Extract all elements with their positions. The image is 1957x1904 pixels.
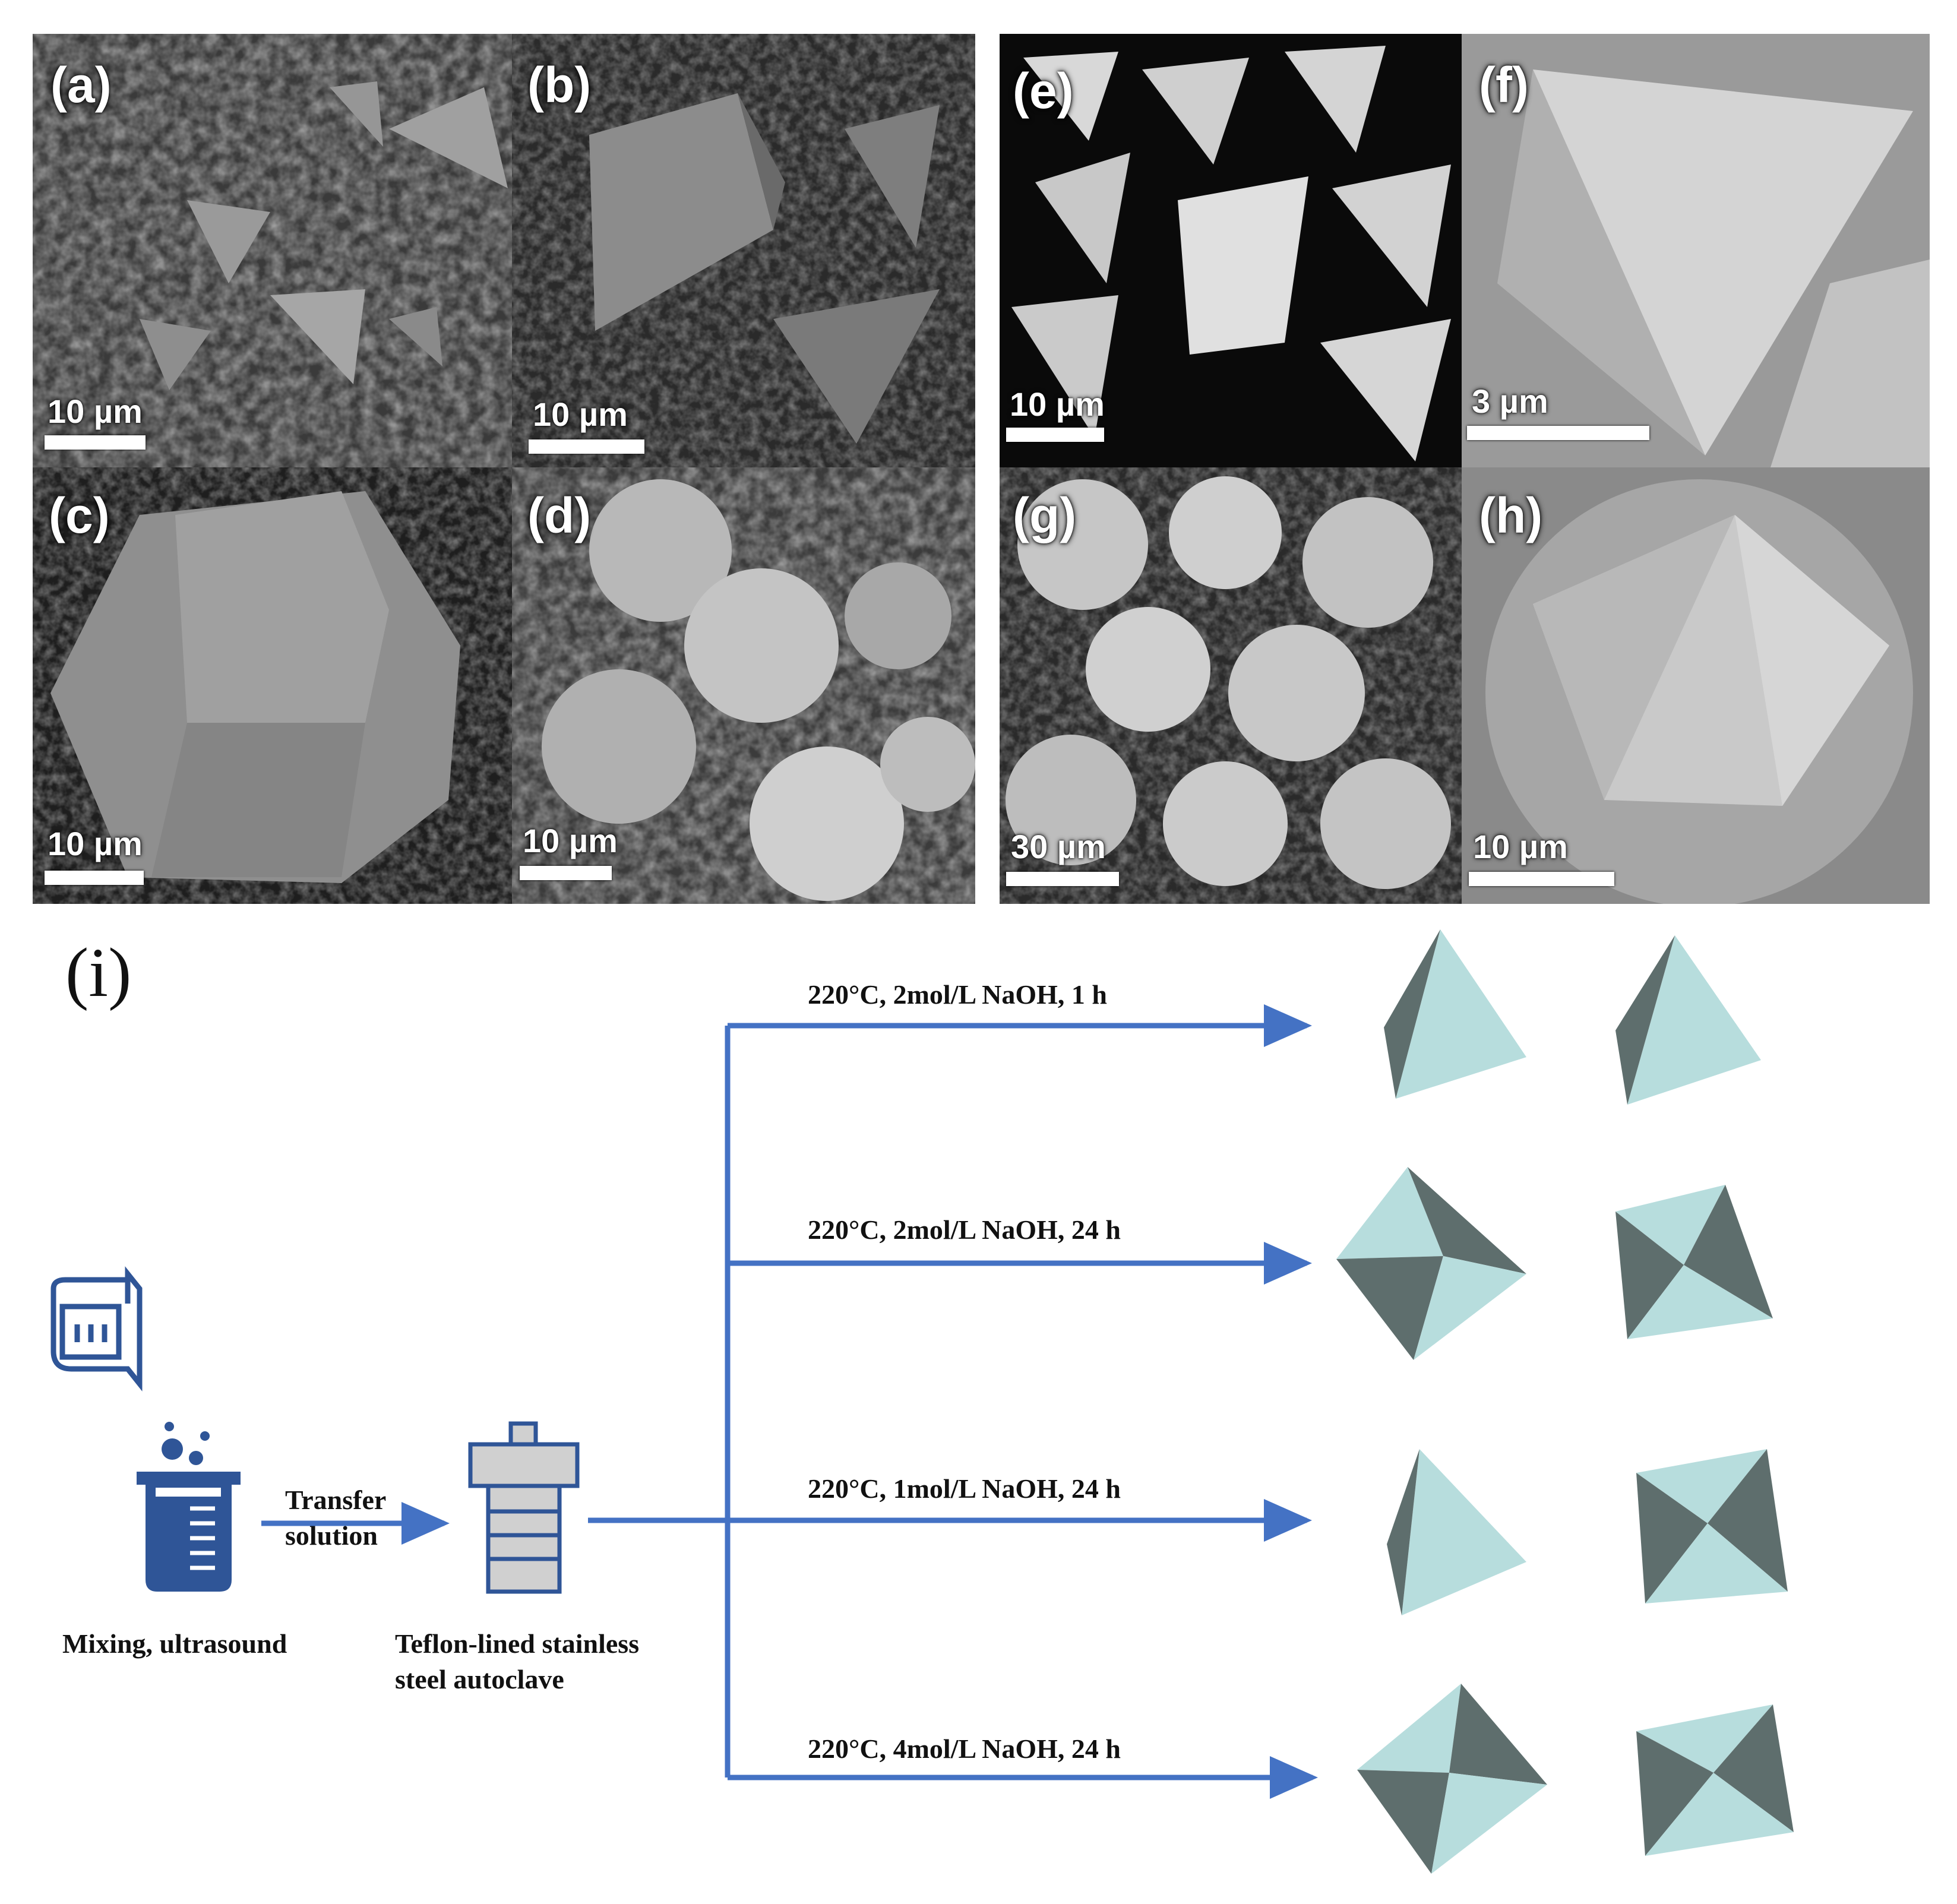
tetrahedron-crystal-1a: [1384, 929, 1526, 1099]
sem-panel-h: [1462, 467, 1930, 904]
heater-icon: [50, 1266, 143, 1391]
mixing-caption: Mixing, ultrasound: [62, 1628, 287, 1659]
star-crystal-2a: [1336, 1167, 1526, 1360]
panel-label-i: (i): [65, 934, 132, 1011]
tetrahedron-crystal-3a: [1387, 1449, 1526, 1615]
panel-label-d: (d): [527, 488, 592, 543]
autoclave-caption: Teflon-lined stainless steel autoclave: [395, 1626, 639, 1697]
scale-text-b: 10 µm: [533, 396, 628, 433]
autoclave-line-1: Teflon-lined stainless: [395, 1628, 640, 1659]
condition-label-2: 220°C, 2mol/L NaOH, 24 h: [808, 1214, 1121, 1245]
sem-image-c: [33, 467, 512, 904]
autoclave-line-2: steel autoclave: [395, 1664, 564, 1694]
scale-bar-f: [1467, 426, 1649, 440]
star-crystal-2b: [1615, 1185, 1773, 1339]
autoclave-icon: [468, 1421, 580, 1594]
sem-image-g: [1000, 467, 1462, 904]
transfer-line-2: solution: [285, 1520, 378, 1551]
condition-label-4: 220°C, 4mol/L NaOH, 24 h: [808, 1734, 1121, 1764]
scale-text-c: 10 µm: [48, 825, 143, 862]
beaker-icon: [137, 1422, 241, 1592]
sem-image-e: [1000, 34, 1462, 467]
sem-image-d: [512, 467, 975, 904]
condition-label-3: 220°C, 1mol/L NaOH, 24 h: [808, 1473, 1121, 1504]
scale-text-a: 10 µm: [48, 393, 143, 430]
scale-text-e: 10 µm: [1010, 385, 1105, 423]
sem-panel-a: [33, 34, 512, 467]
star-crystal-3b: [1636, 1449, 1788, 1603]
panel-label-g: (g): [1013, 488, 1077, 543]
panel-label-h: (h): [1479, 488, 1543, 543]
star-crystal-4a: [1357, 1684, 1547, 1874]
scale-bar-h: [1469, 872, 1614, 886]
sem-image-h: [1462, 467, 1930, 904]
scale-text-f: 3 µm: [1472, 382, 1548, 420]
sem-panel-c: [33, 467, 512, 904]
panel-label-b: (b): [527, 57, 592, 113]
scale-bar-g: [1006, 872, 1119, 886]
sem-panel-b: [512, 34, 975, 467]
sem-panel-d: [512, 467, 975, 904]
tetrahedron-crystal-1b: [1615, 935, 1761, 1105]
sem-image-b: [512, 34, 975, 467]
scale-bar-c: [45, 871, 144, 885]
sem-panel-g: [1000, 467, 1462, 904]
sem-panel-f: [1462, 34, 1930, 467]
sem-image-a: [33, 34, 512, 467]
branch-arrows: [588, 1004, 1318, 1799]
scale-bar-e: [1006, 428, 1104, 442]
scale-bar-d: [520, 866, 612, 880]
transfer-label: Transfer solution: [285, 1482, 386, 1554]
sem-panel-e: [1000, 34, 1462, 467]
scale-bar-b: [529, 439, 644, 454]
panel-label-a: (a): [50, 57, 112, 113]
panel-label-e: (e): [1013, 63, 1074, 119]
scale-text-d: 10 µm: [523, 822, 618, 859]
condition-label-1: 220°C, 2mol/L NaOH, 1 h: [808, 979, 1108, 1010]
transfer-line-1: Transfer: [285, 1485, 387, 1515]
scale-text-h: 10 µm: [1473, 828, 1568, 865]
sem-image-f: [1462, 34, 1930, 467]
panel-label-c: (c): [49, 488, 110, 543]
panel-label-f: (f): [1479, 57, 1529, 113]
scale-bar-a: [45, 435, 146, 450]
scale-text-g: 30 µm: [1011, 828, 1106, 865]
star-crystal-4b: [1636, 1704, 1794, 1856]
